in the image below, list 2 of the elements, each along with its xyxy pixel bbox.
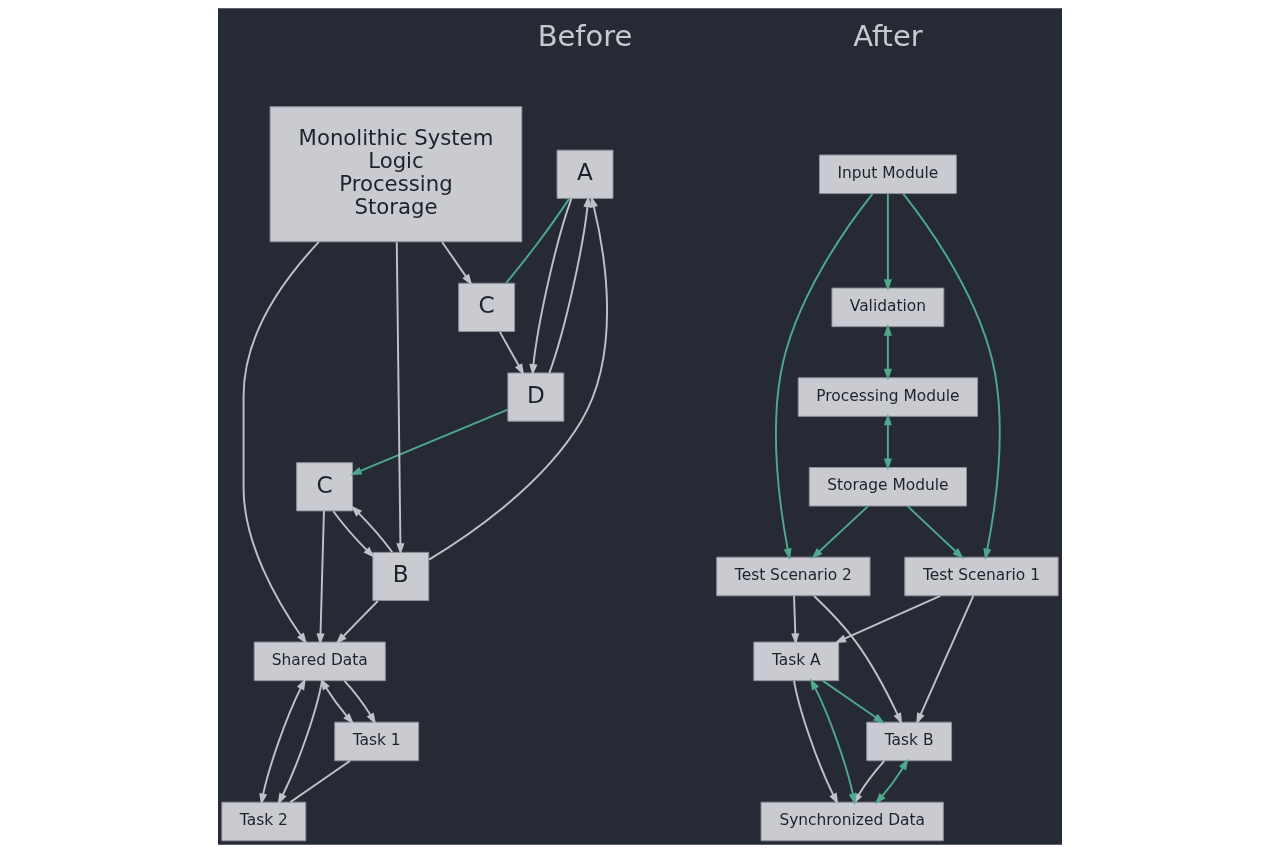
label: After	[853, 18, 923, 53]
label: Before	[537, 18, 633, 53]
